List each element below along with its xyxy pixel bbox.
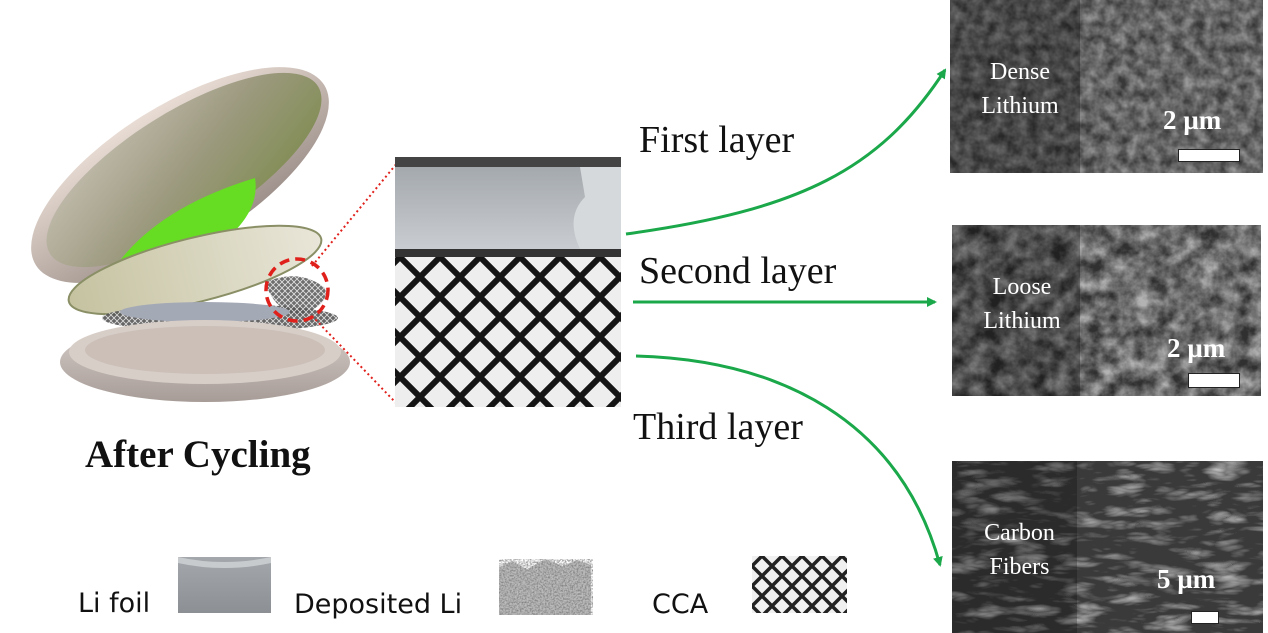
electrode-disc [67,224,323,316]
scale-label: 2 µm [1167,333,1226,363]
sem-label-line1: Loose [992,274,1052,300]
scale-bar [1178,149,1240,162]
legend-li-foil-swatch [178,557,271,613]
legend-cca-swatch [752,556,847,613]
legend-deposited-li-swatch [499,559,591,615]
figure-caption: After Cycling [85,433,311,476]
scale-bar [1191,611,1219,624]
legend-deposited-li-label: Deposited Li [294,589,463,620]
top-cap [31,67,329,283]
third-layer-label: Third layer [633,406,803,448]
sem-label-line2: Lithium [981,93,1059,119]
sem-label-line1: Carbon [984,520,1055,546]
arrow-third-layer [635,354,943,567]
legend-li-foil-label: Li foil [78,588,151,619]
scale-label: 5 µm [1157,564,1216,594]
arrow-first-layer [625,68,947,236]
legend-cca-label: CCA [652,589,709,620]
sem-image-dense-lithium: Dense Lithium 2 µm [950,0,1263,173]
scale-label: 2 µm [1163,105,1222,135]
sem-label-line2: Lithium [983,308,1061,334]
bottom-case [60,320,350,402]
second-layer-label: Second layer [639,250,837,292]
zoom-highlight-circle [264,257,330,323]
cca-layer [395,249,621,407]
sem-image-loose-lithium: Loose Lithium 2 µm [952,225,1261,396]
sem-label-line2: Fibers [989,554,1050,580]
sem-label-line1: Dense [990,59,1050,85]
first-layer-label: First layer [639,119,795,161]
scale-bar [1188,373,1240,388]
sem-image-carbon-fibers: Carbon Fibers 5 µm [952,461,1263,633]
cross-section-image [395,157,621,407]
coin-cell-illustration [31,67,350,402]
